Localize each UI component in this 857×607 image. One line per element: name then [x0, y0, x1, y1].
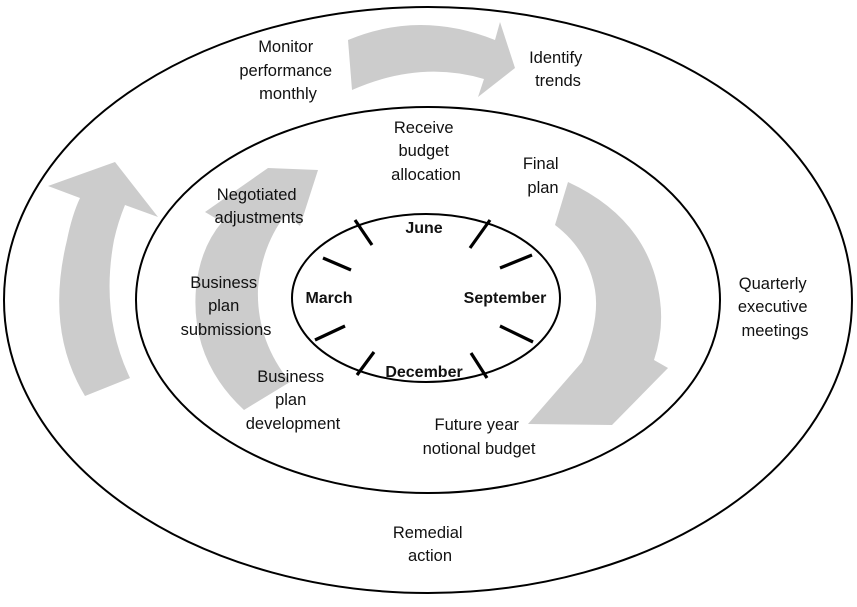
label-line: Business: [257, 368, 324, 386]
top-curved-arrow-icon: [348, 22, 515, 97]
label-line: Negotiated: [217, 186, 297, 204]
tick-mark: [353, 219, 374, 246]
business-plan-development-label: Business plan development: [246, 368, 341, 433]
label-line: Final: [523, 155, 559, 173]
label-line: plan: [527, 179, 558, 197]
inner-left-curved-arrow-icon: [195, 168, 318, 410]
left-curved-arrow-icon: [48, 162, 158, 396]
label-line: budget: [398, 142, 449, 160]
tick-mark: [499, 253, 533, 270]
month-september: September: [464, 290, 547, 307]
label-line: performance: [239, 62, 332, 80]
outer-ring: [3, 6, 853, 594]
clock-ticks: [314, 219, 534, 379]
tick-mark: [314, 324, 346, 342]
business-plan-submissions-label: Business plan submissions: [181, 274, 272, 339]
tick-mark: [355, 351, 376, 376]
label-line: plan: [275, 391, 306, 409]
middle-ring: [135, 106, 721, 494]
label-line: action: [408, 547, 452, 565]
label-line: adjustments: [215, 209, 304, 227]
inner-ring: [291, 213, 561, 383]
quarterly-meetings-label: Quarterly executive meetings: [738, 275, 812, 340]
label-line: Remedial: [393, 524, 463, 542]
label-line: plan: [208, 297, 239, 315]
label-line: submissions: [181, 321, 272, 339]
label-line: Quarterly: [739, 275, 808, 293]
tick-mark: [499, 324, 534, 344]
label-line: monthly: [259, 85, 318, 103]
monitor-performance-label: Monitor performance monthly: [239, 38, 336, 103]
right-curved-arrow-icon: [528, 182, 668, 425]
identify-trends-label: Identify trends: [529, 49, 587, 90]
month-march: March: [305, 290, 352, 307]
remedial-action-label: Remedial action: [393, 524, 467, 565]
final-plan-label: Final plan: [523, 155, 563, 197]
receive-budget-label: Receive budget allocation: [391, 119, 461, 184]
label-line: Future year: [435, 416, 520, 434]
tick-mark: [322, 256, 352, 272]
label-line: trends: [535, 72, 581, 90]
label-line: Monitor: [258, 38, 314, 56]
label-line: notional budget: [423, 440, 536, 458]
label-line: development: [246, 415, 341, 433]
negotiated-adjustments-label: Negotiated adjustments: [215, 186, 304, 227]
future-year-budget-label: Future year notional budget: [423, 416, 536, 458]
label-line: Business: [190, 274, 257, 292]
label-line: Receive: [394, 119, 454, 137]
tick-mark: [468, 219, 492, 249]
label-line: Identify: [529, 49, 583, 67]
label-line: meetings: [742, 322, 809, 340]
label-line: executive: [738, 298, 808, 316]
month-june: June: [405, 220, 442, 237]
label-line: allocation: [391, 166, 461, 184]
tick-mark: [469, 352, 489, 379]
month-december: December: [385, 364, 462, 381]
